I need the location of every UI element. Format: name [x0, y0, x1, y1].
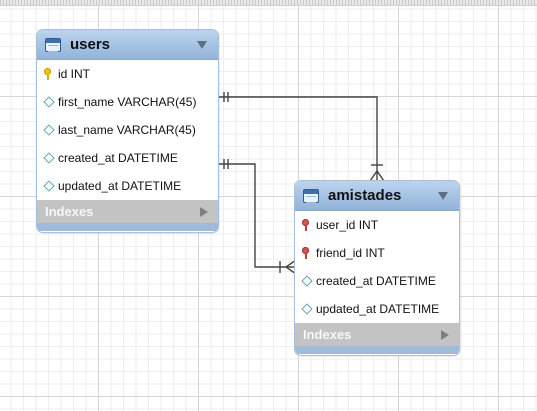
foreign-key-icon: [302, 247, 310, 259]
column-row[interactable]: updated_at DATETIME: [37, 172, 218, 200]
amistades-table-header[interactable]: amistades: [295, 181, 459, 211]
amistades-table[interactable]: amistades user_id INT friend_id INT crea…: [295, 181, 459, 355]
table-footer: [37, 223, 218, 231]
column-row[interactable]: created_at DATETIME: [295, 267, 459, 295]
column-row[interactable]: updated_at DATETIME: [295, 295, 459, 323]
table-title: amistades: [328, 187, 402, 204]
collapse-arrow-icon[interactable]: [438, 191, 448, 200]
column-diamond-icon: [44, 124, 52, 136]
column-label: friend_id INT: [316, 246, 385, 260]
column-row[interactable]: first_name VARCHAR(45): [37, 88, 218, 116]
column-label: last_name VARCHAR(45): [58, 123, 196, 137]
top-ruler: [0, 0, 537, 6]
users-table[interactable]: users id INT first_name VARCHAR(45) last…: [37, 30, 218, 232]
table-title: users: [70, 36, 111, 53]
relationship-users-amistades-2[interactable]: [218, 159, 297, 275]
column-row[interactable]: friend_id INT: [295, 239, 459, 267]
collapse-arrow-icon[interactable]: [197, 40, 207, 49]
column-row[interactable]: last_name VARCHAR(45): [37, 116, 218, 144]
column-label: updated_at DATETIME: [58, 179, 182, 193]
column-diamond-icon: [302, 275, 310, 287]
indexes-label: Indexes: [45, 204, 94, 219]
column-label: created_at DATETIME: [316, 274, 436, 288]
column-diamond-icon: [44, 96, 52, 108]
column-diamond-icon: [44, 152, 52, 164]
column-label: id INT: [58, 67, 91, 81]
indexes-section[interactable]: Indexes: [295, 323, 459, 346]
column-label: user_id INT: [316, 218, 379, 232]
column-label: first_name VARCHAR(45): [58, 95, 197, 109]
foreign-key-icon: [302, 219, 310, 231]
column-diamond-icon: [302, 303, 310, 315]
column-diamond-icon: [44, 180, 52, 192]
indexes-label: Indexes: [303, 327, 352, 342]
column-label: created_at DATETIME: [58, 151, 178, 165]
relationship-users-amistades-1[interactable]: [218, 92, 385, 182]
table-footer: [295, 346, 459, 354]
table-icon: [303, 188, 319, 203]
column-row[interactable]: id INT: [37, 60, 218, 88]
users-table-header[interactable]: users: [37, 30, 218, 60]
column-row[interactable]: created_at DATETIME: [37, 144, 218, 172]
expand-arrow-icon[interactable]: [441, 329, 449, 340]
table-icon: [45, 37, 61, 52]
expand-arrow-icon[interactable]: [200, 206, 208, 217]
column-label: updated_at DATETIME: [316, 302, 440, 316]
indexes-section[interactable]: Indexes: [37, 200, 218, 223]
primary-key-icon: [44, 68, 52, 80]
column-row[interactable]: user_id INT: [295, 211, 459, 239]
